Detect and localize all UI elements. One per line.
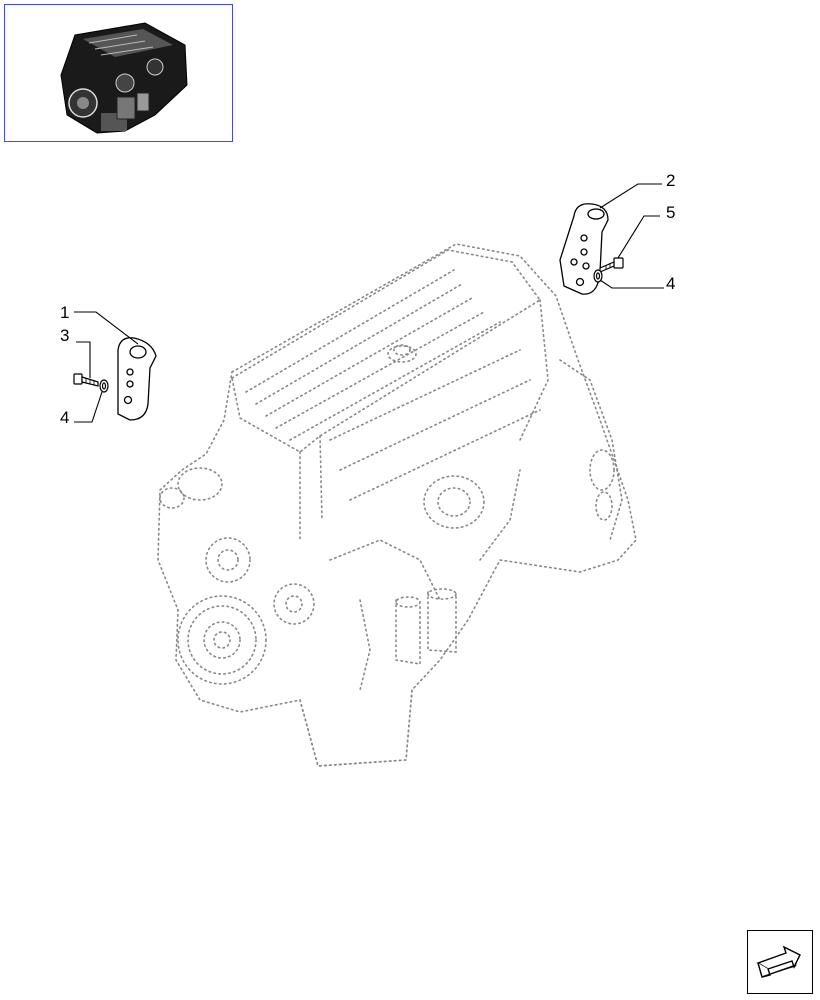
leader-line-3 (76, 341, 91, 378)
callout-labels: 1 2 3 4 4 5 (60, 171, 675, 427)
leader-line-5 (617, 215, 660, 259)
callout-label-2: 2 (666, 171, 675, 190)
lifting-bracket-right-part-2[interactable] (559, 203, 609, 295)
bolt-part-3[interactable] (73, 373, 99, 387)
callout-label-1: 1 (60, 303, 69, 322)
callout-label-3: 3 (60, 326, 69, 345)
next-page-arrow-icon (756, 945, 801, 978)
leader-line-4-right (599, 279, 664, 289)
lifting-bracket-left-part-1[interactable] (117, 337, 157, 421)
washer-right-part-4[interactable] (593, 269, 603, 283)
engine-overview-thumbnail-icon (60, 22, 188, 134)
bolt-part-5[interactable] (599, 257, 624, 273)
leader-line-2 (599, 183, 662, 209)
callout-leader-lines (74, 183, 664, 423)
callout-label-4-left: 4 (60, 408, 69, 427)
engine-ghost-outline (157, 243, 637, 767)
leader-line-4-left (74, 391, 103, 423)
next-page-button[interactable] (747, 930, 813, 994)
washer-left-part-4[interactable] (99, 379, 109, 393)
callout-label-5: 5 (666, 203, 675, 222)
leader-line-1 (74, 311, 139, 345)
engine-thumbnail-frame[interactable] (4, 4, 233, 142)
callout-label-4-right: 4 (666, 274, 675, 293)
